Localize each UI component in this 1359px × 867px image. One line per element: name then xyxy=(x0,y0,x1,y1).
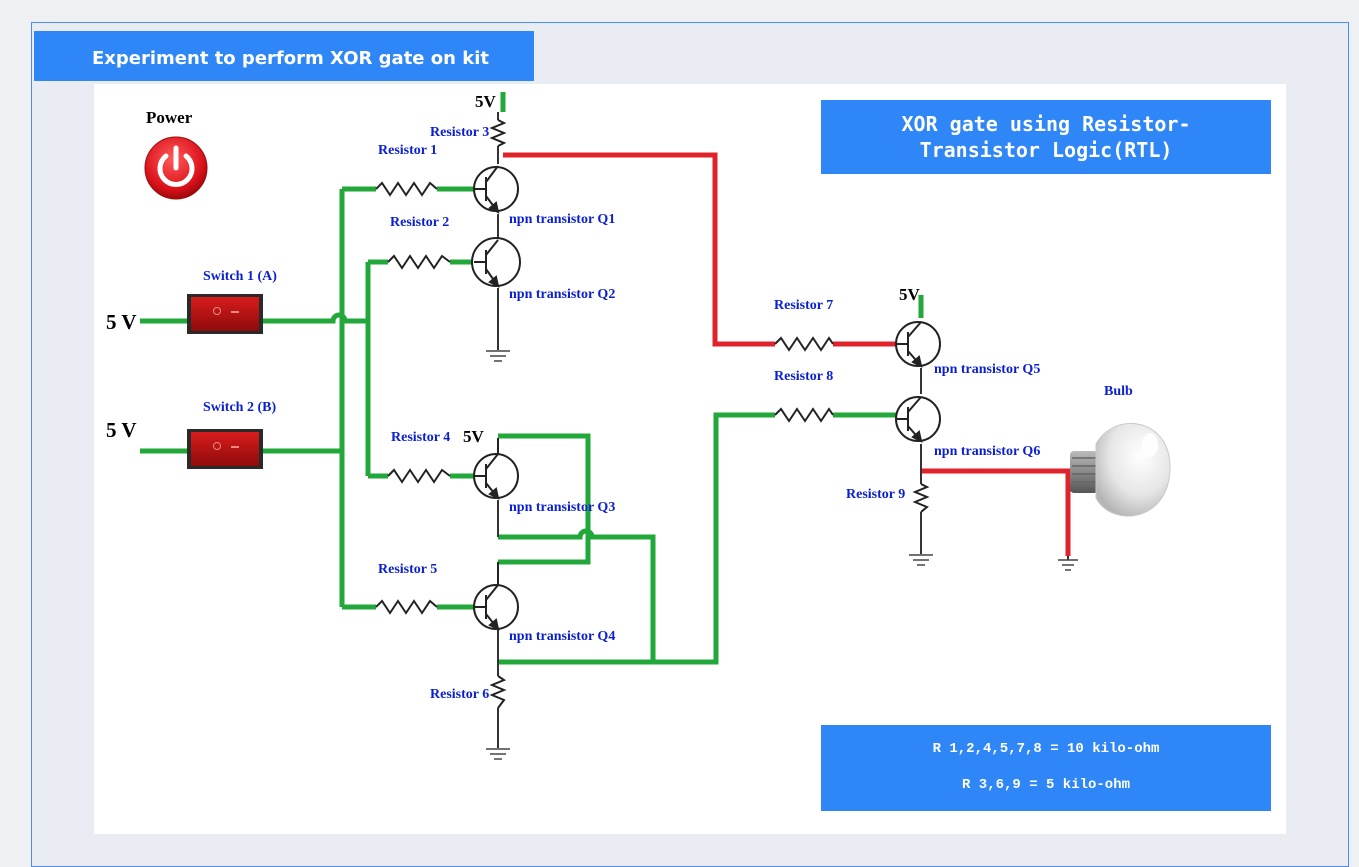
resistor-9-symbol xyxy=(912,483,930,513)
resistor-2-symbol xyxy=(387,254,451,270)
resistor-6-label: Resistor 6 xyxy=(430,687,490,702)
green-wires xyxy=(140,92,924,665)
resistor-values-line-2: R 3,6,9 = 5 kilo-ohm xyxy=(961,777,1131,793)
resistor-symbols xyxy=(375,119,930,709)
ground-icon-q2 xyxy=(486,350,510,362)
transistor-q1-symbol xyxy=(473,165,519,214)
resistor-1-label: Resistor 1 xyxy=(378,143,438,158)
transistor-q3-label: npn transistor Q3 xyxy=(509,500,616,515)
resistor-2-label: Resistor 2 xyxy=(390,215,450,230)
resistor-8-symbol xyxy=(774,407,834,423)
resistor-6-symbol xyxy=(489,675,507,709)
power-icon[interactable] xyxy=(142,136,210,200)
transistor-q6-symbol xyxy=(895,396,941,443)
resistor-7-label: Resistor 7 xyxy=(774,298,834,313)
resistor-5-symbol xyxy=(375,599,438,615)
transistor-q3-symbol xyxy=(473,438,519,500)
supply-label-q3: 5V xyxy=(463,427,484,446)
resistor-4-symbol xyxy=(387,468,451,484)
transistor-q1-label: npn transistor Q1 xyxy=(509,212,616,227)
resistor-9-label: Resistor 9 xyxy=(846,487,906,502)
transistor-q5-symbol xyxy=(895,321,941,368)
switch-1-label: Switch 1 (A) xyxy=(203,269,277,284)
switch-2-voltage: 5 V xyxy=(106,418,137,442)
resistor-3-symbol xyxy=(489,119,507,147)
transistor-q4-label: npn transistor Q4 xyxy=(509,629,616,644)
transistor-q6-label: npn transistor Q6 xyxy=(934,444,1041,459)
power-label: Power xyxy=(146,108,193,127)
ground-symbols xyxy=(486,350,1078,760)
off-mark-icon xyxy=(213,442,221,450)
switch-2-rocker[interactable] xyxy=(191,432,259,466)
ground-icon-q4 xyxy=(486,748,510,760)
supply-label-top: 5V xyxy=(475,92,496,111)
switch-1-toggle[interactable] xyxy=(187,294,263,334)
page-title: Experiment to perform XOR gate on kit xyxy=(34,31,534,81)
switch-2-toggle[interactable] xyxy=(187,429,263,469)
bulb-icon xyxy=(1070,423,1171,517)
transistor-q2-label: npn transistor Q2 xyxy=(509,287,616,302)
resistor-values-box: R 1,2,4,5,7,8 = 10 kilo-ohm R 3,6,9 = 5 … xyxy=(821,725,1271,811)
resistor-5-label: Resistor 5 xyxy=(378,562,438,577)
supply-label-q5: 5V xyxy=(899,285,920,304)
resistor-8-label: Resistor 8 xyxy=(774,369,834,384)
resistor-7-symbol xyxy=(774,336,834,352)
on-mark-icon xyxy=(231,311,239,313)
transistor-q4-symbol xyxy=(473,562,519,631)
transistor-symbols xyxy=(471,165,941,631)
resistor-1-symbol xyxy=(375,181,438,197)
diagram-title: XOR gate using Resistor-Transistor Logic… xyxy=(821,100,1271,174)
switch-1-voltage: 5 V xyxy=(106,310,137,334)
red-wires xyxy=(503,152,1071,556)
off-mark-icon xyxy=(213,307,221,315)
ground-icon-q6 xyxy=(909,554,933,566)
resistor-values-line-1: R 1,2,4,5,7,8 = 10 kilo-ohm xyxy=(932,741,1160,757)
bulb-label: Bulb xyxy=(1104,384,1133,399)
transistor-q2-symbol xyxy=(471,237,521,288)
transistor-q5-label: npn transistor Q5 xyxy=(934,362,1041,377)
switch-1-rocker[interactable] xyxy=(191,297,259,331)
on-mark-icon xyxy=(231,446,239,448)
resistor-4-label: Resistor 4 xyxy=(391,430,451,445)
resistor-3-label: Resistor 3 xyxy=(430,125,490,140)
power-button[interactable] xyxy=(142,136,210,200)
ground-icon-bulb xyxy=(1058,559,1078,571)
black-wires xyxy=(497,112,1069,748)
switch-2-label: Switch 2 (B) xyxy=(203,400,277,415)
diagram-title-text: XOR gate using Resistor-Transistor Logic… xyxy=(901,112,1191,162)
